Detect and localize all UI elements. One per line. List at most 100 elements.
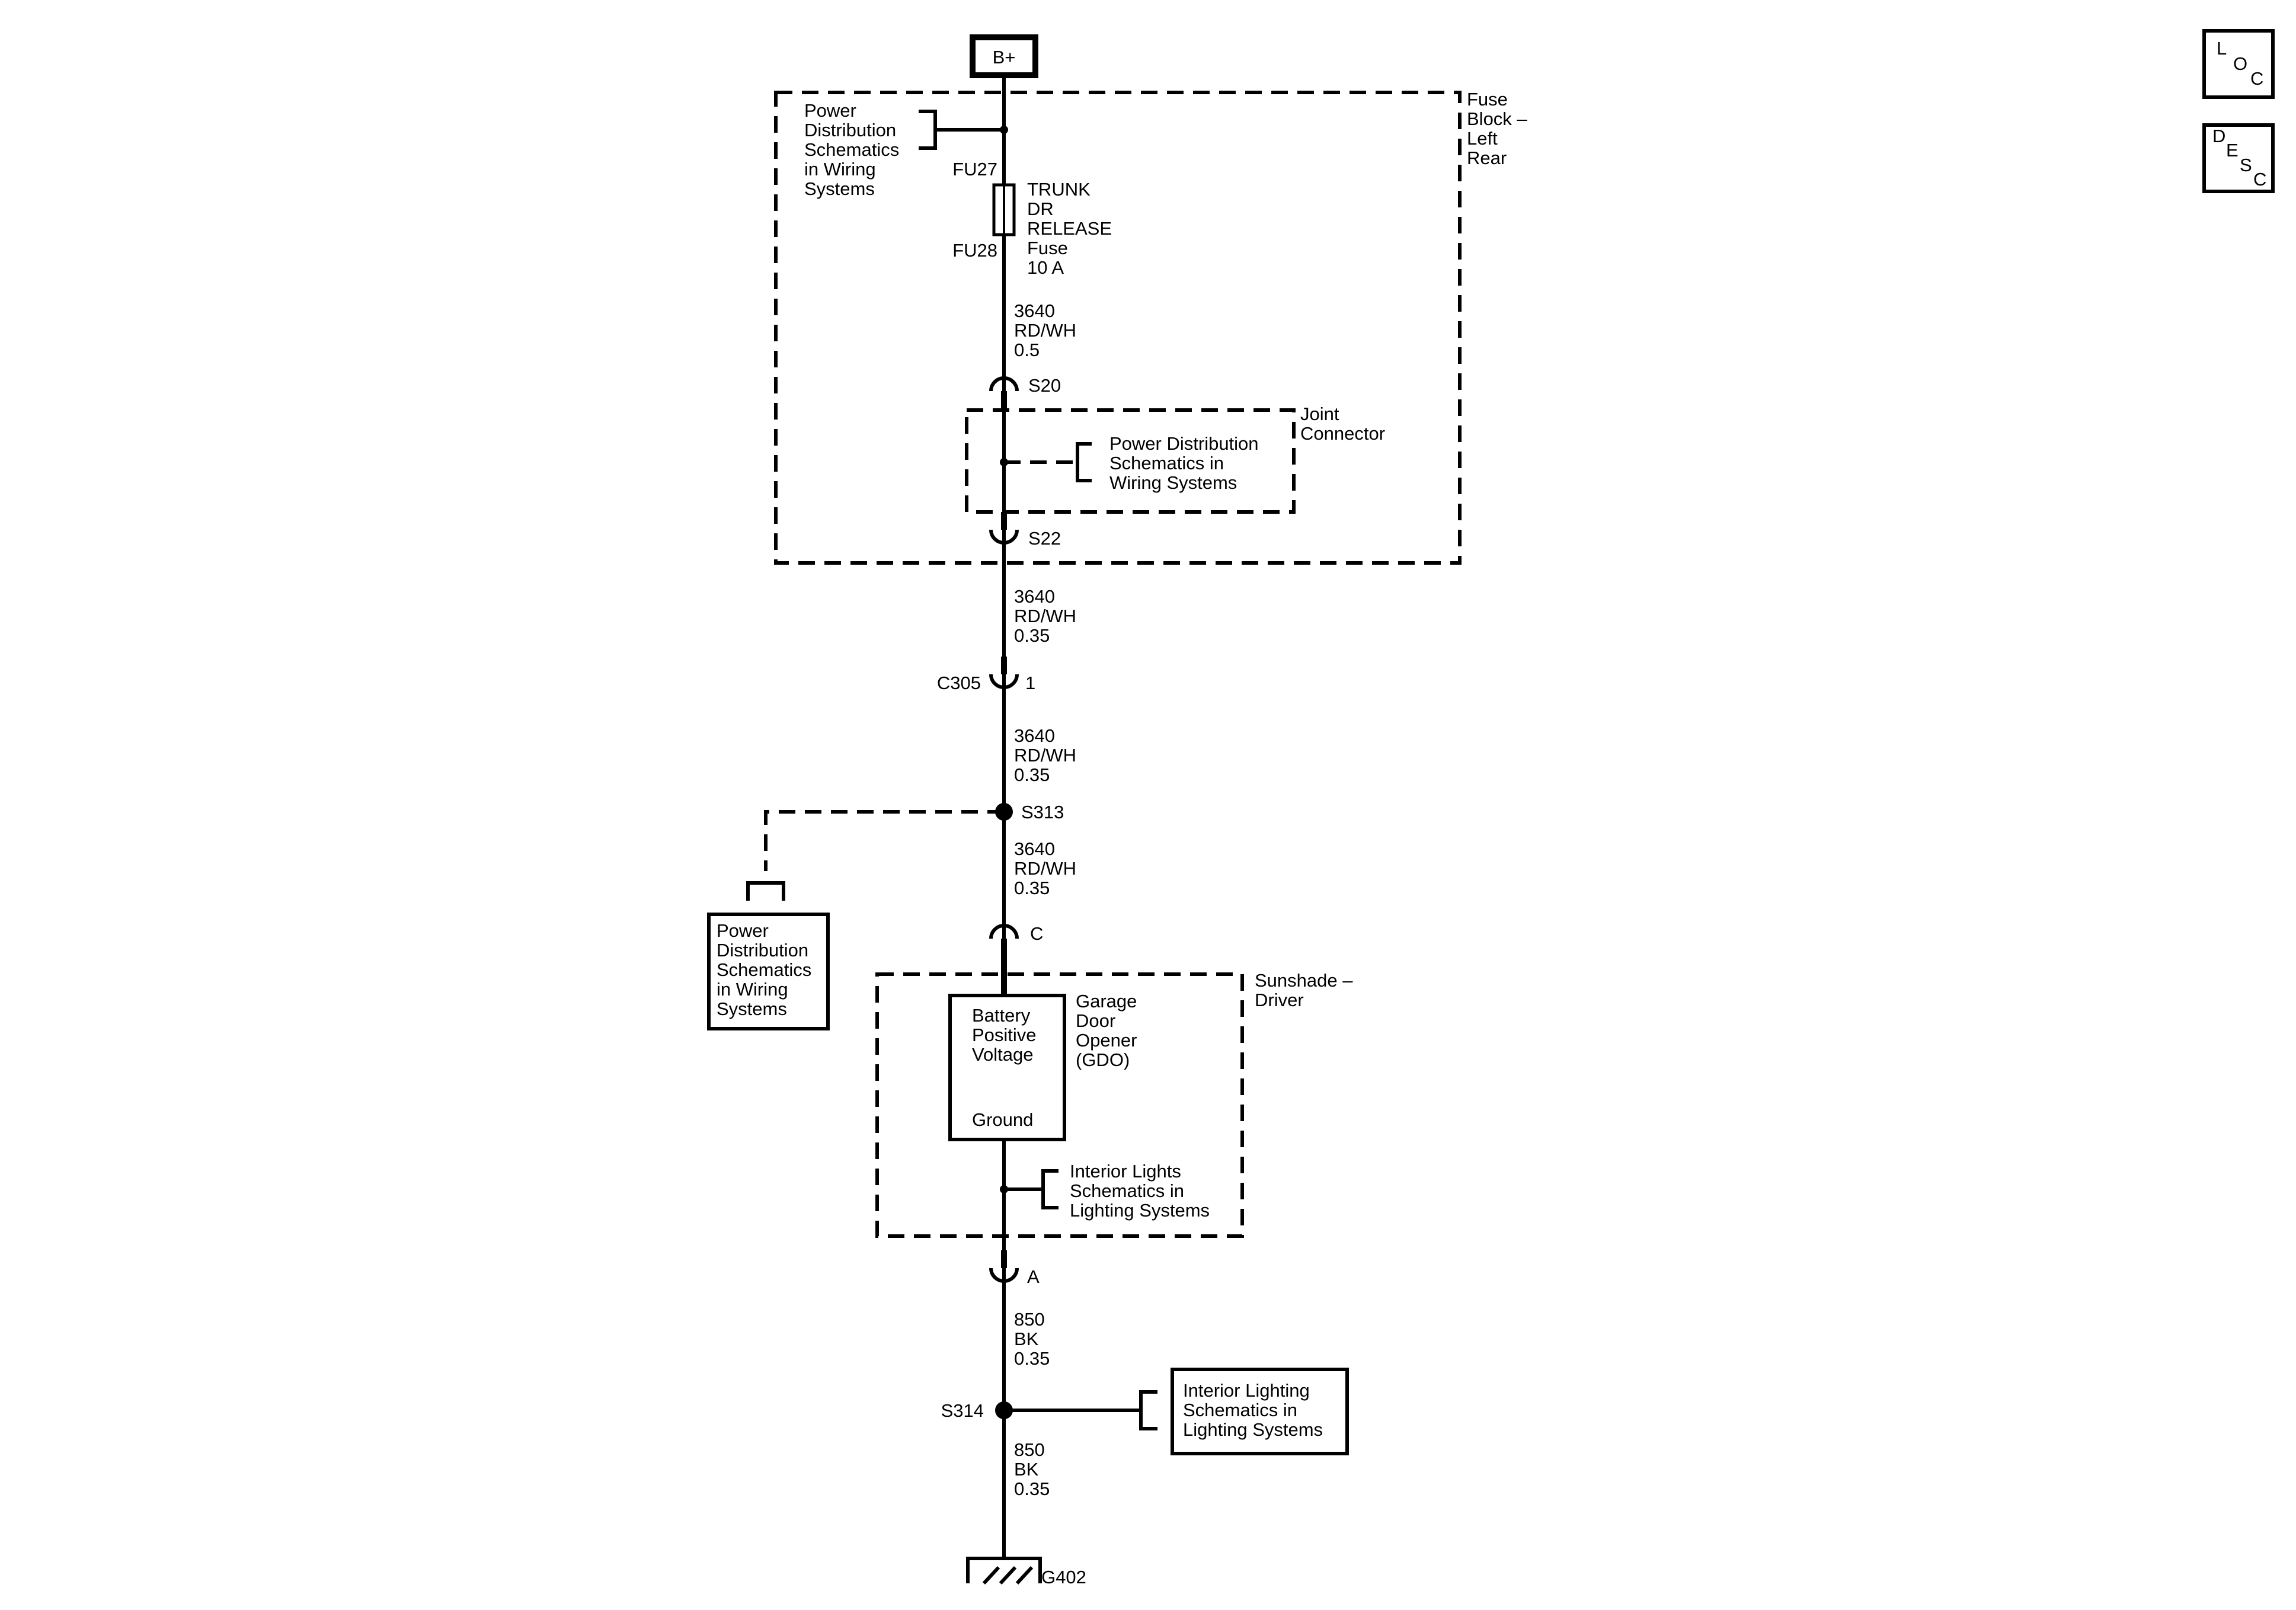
svg-text:10 A: 10 A: [1027, 257, 1064, 278]
joint-connector-ref: Power Distribution Schematics in Wiring …: [1000, 433, 1259, 493]
wire-label-4: 3640 RD/WH 0.35: [1014, 838, 1076, 898]
s313-splice: S313: [746, 802, 1064, 901]
svg-text:0.5: 0.5: [1014, 340, 1040, 360]
gdo-label: Garage Door Opener (GDO): [1076, 991, 1137, 1070]
wire-label-3: 3640 RD/WH 0.35: [1014, 725, 1076, 785]
s20-connector: S20: [989, 375, 1061, 410]
svg-text:Power: Power: [804, 100, 856, 121]
s314-splice: S314: [941, 1390, 1157, 1430]
battery-source: B+: [970, 34, 1038, 78]
svg-text:DR: DR: [1027, 199, 1054, 219]
svg-text:Sunshade –: Sunshade –: [1255, 970, 1353, 991]
svg-text:in Wiring: in Wiring: [717, 979, 788, 1000]
interior-lighting-box: Interior Lighting Schematics in Lighting…: [1171, 1368, 1349, 1455]
svg-text:Driver: Driver: [1255, 990, 1304, 1010]
fuse-block-outline: [774, 91, 1462, 565]
svg-text:Fuse: Fuse: [1467, 89, 1508, 110]
svg-text:Voltage: Voltage: [972, 1044, 1033, 1065]
svg-text:in Wiring: in Wiring: [804, 159, 876, 180]
power-ref-box: Power Distribution Schematics in Wiring …: [707, 913, 830, 1030]
svg-text:RD/WH: RD/WH: [1014, 858, 1076, 879]
svg-text:RD/WH: RD/WH: [1014, 745, 1076, 766]
svg-text:Interior Lighting: Interior Lighting: [1183, 1380, 1310, 1401]
svg-text:Joint: Joint: [1300, 404, 1339, 424]
svg-text:Door: Door: [1076, 1010, 1115, 1031]
svg-text:0.35: 0.35: [1014, 764, 1050, 785]
s22-connector: S22: [989, 512, 1061, 549]
svg-text:Systems: Systems: [804, 178, 875, 199]
svg-text:0.35: 0.35: [1014, 878, 1050, 898]
svg-text:0.35: 0.35: [1014, 1348, 1050, 1369]
svg-text:Left: Left: [1467, 128, 1498, 149]
svg-text:C: C: [1030, 923, 1043, 944]
svg-text:Systems: Systems: [717, 998, 787, 1019]
svg-text:Power: Power: [717, 920, 769, 941]
svg-text:S314: S314: [941, 1400, 984, 1421]
svg-text:Rear: Rear: [1467, 148, 1507, 168]
pin-a-connector: A: [989, 1250, 1040, 1287]
svg-text:E: E: [2226, 140, 2239, 161]
svg-text:S20: S20: [1028, 375, 1061, 396]
svg-text:Schematics in: Schematics in: [1070, 1180, 1184, 1201]
svg-text:Battery: Battery: [972, 1005, 1031, 1026]
svg-text:(GDO): (GDO): [1076, 1049, 1130, 1070]
svg-text:C: C: [2253, 169, 2266, 190]
sunshade-outline: [875, 972, 1244, 1238]
svg-text:S: S: [2240, 155, 2252, 175]
svg-text:C: C: [2250, 68, 2263, 89]
svg-text:RD/WH: RD/WH: [1014, 320, 1076, 341]
svg-text:3640: 3640: [1014, 838, 1055, 859]
wire-label-5: 850 BK 0.35: [1014, 1309, 1050, 1369]
loc-icon[interactable]: L O C: [2202, 29, 2275, 99]
svg-text:Schematics: Schematics: [804, 139, 899, 160]
trunk-release-fuse: FU27 FU28 TRUNK DR RELEASE Fuse 10 A: [952, 159, 1112, 278]
desc-icon[interactable]: D E S C: [2202, 123, 2275, 193]
svg-text:S22: S22: [1028, 528, 1061, 549]
svg-text:RELEASE: RELEASE: [1027, 218, 1112, 239]
c305-connector: C305 1: [937, 657, 1035, 693]
ground-icon: G402: [966, 1557, 1086, 1587]
svg-text:Distribution: Distribution: [717, 940, 808, 961]
svg-text:FU27: FU27: [952, 159, 997, 180]
svg-text:BK: BK: [1014, 1329, 1039, 1349]
joint-connector-outline: [965, 408, 1296, 514]
svg-text:3640: 3640: [1014, 586, 1055, 607]
svg-text:Schematics: Schematics: [717, 959, 811, 980]
svg-text:O: O: [2233, 53, 2247, 74]
svg-text:Interior Lights: Interior Lights: [1070, 1161, 1181, 1182]
svg-text:Block –: Block –: [1467, 108, 1527, 129]
wire-label-2: 3640 RD/WH 0.35: [1014, 586, 1076, 646]
svg-text:3640: 3640: [1014, 300, 1055, 321]
svg-text:Schematics in: Schematics in: [1183, 1400, 1297, 1420]
sunshade-label: Sunshade – Driver: [1255, 970, 1353, 1010]
svg-text:Lighting Systems: Lighting Systems: [1183, 1419, 1323, 1440]
svg-text:RD/WH: RD/WH: [1014, 606, 1076, 626]
svg-text:C305: C305: [937, 673, 981, 693]
svg-text:TRUNK: TRUNK: [1027, 179, 1091, 200]
interior-lights-ref: Interior Lights Schematics in Lighting S…: [1000, 1161, 1210, 1221]
svg-text:B+: B+: [993, 47, 1016, 68]
joint-connector-label: Joint Connector: [1300, 404, 1385, 444]
svg-text:850: 850: [1014, 1309, 1045, 1330]
gdo-module: Battery Positive Voltage Ground: [948, 994, 1066, 1141]
svg-text:L: L: [2217, 38, 2227, 59]
pin-c-connector: C: [989, 923, 1043, 996]
svg-text:1: 1: [1025, 673, 1035, 693]
svg-text:S313: S313: [1021, 802, 1064, 822]
svg-text:3640: 3640: [1014, 725, 1055, 746]
svg-text:Power Distribution: Power Distribution: [1109, 433, 1259, 454]
svg-text:Opener: Opener: [1076, 1030, 1137, 1051]
svg-text:850: 850: [1014, 1439, 1045, 1460]
wire-label-6: 850 BK 0.35: [1014, 1439, 1050, 1499]
svg-text:Distribution: Distribution: [804, 120, 896, 140]
fuse-block-label: Fuse Block – Left Rear: [1467, 89, 1527, 168]
svg-text:Schematics in: Schematics in: [1109, 453, 1224, 473]
svg-text:Fuse: Fuse: [1027, 238, 1068, 258]
svg-text:G402: G402: [1041, 1567, 1086, 1587]
svg-text:FU28: FU28: [952, 240, 997, 261]
svg-text:A: A: [1027, 1266, 1040, 1287]
svg-text:0.35: 0.35: [1014, 625, 1050, 646]
svg-text:Garage: Garage: [1076, 991, 1137, 1012]
